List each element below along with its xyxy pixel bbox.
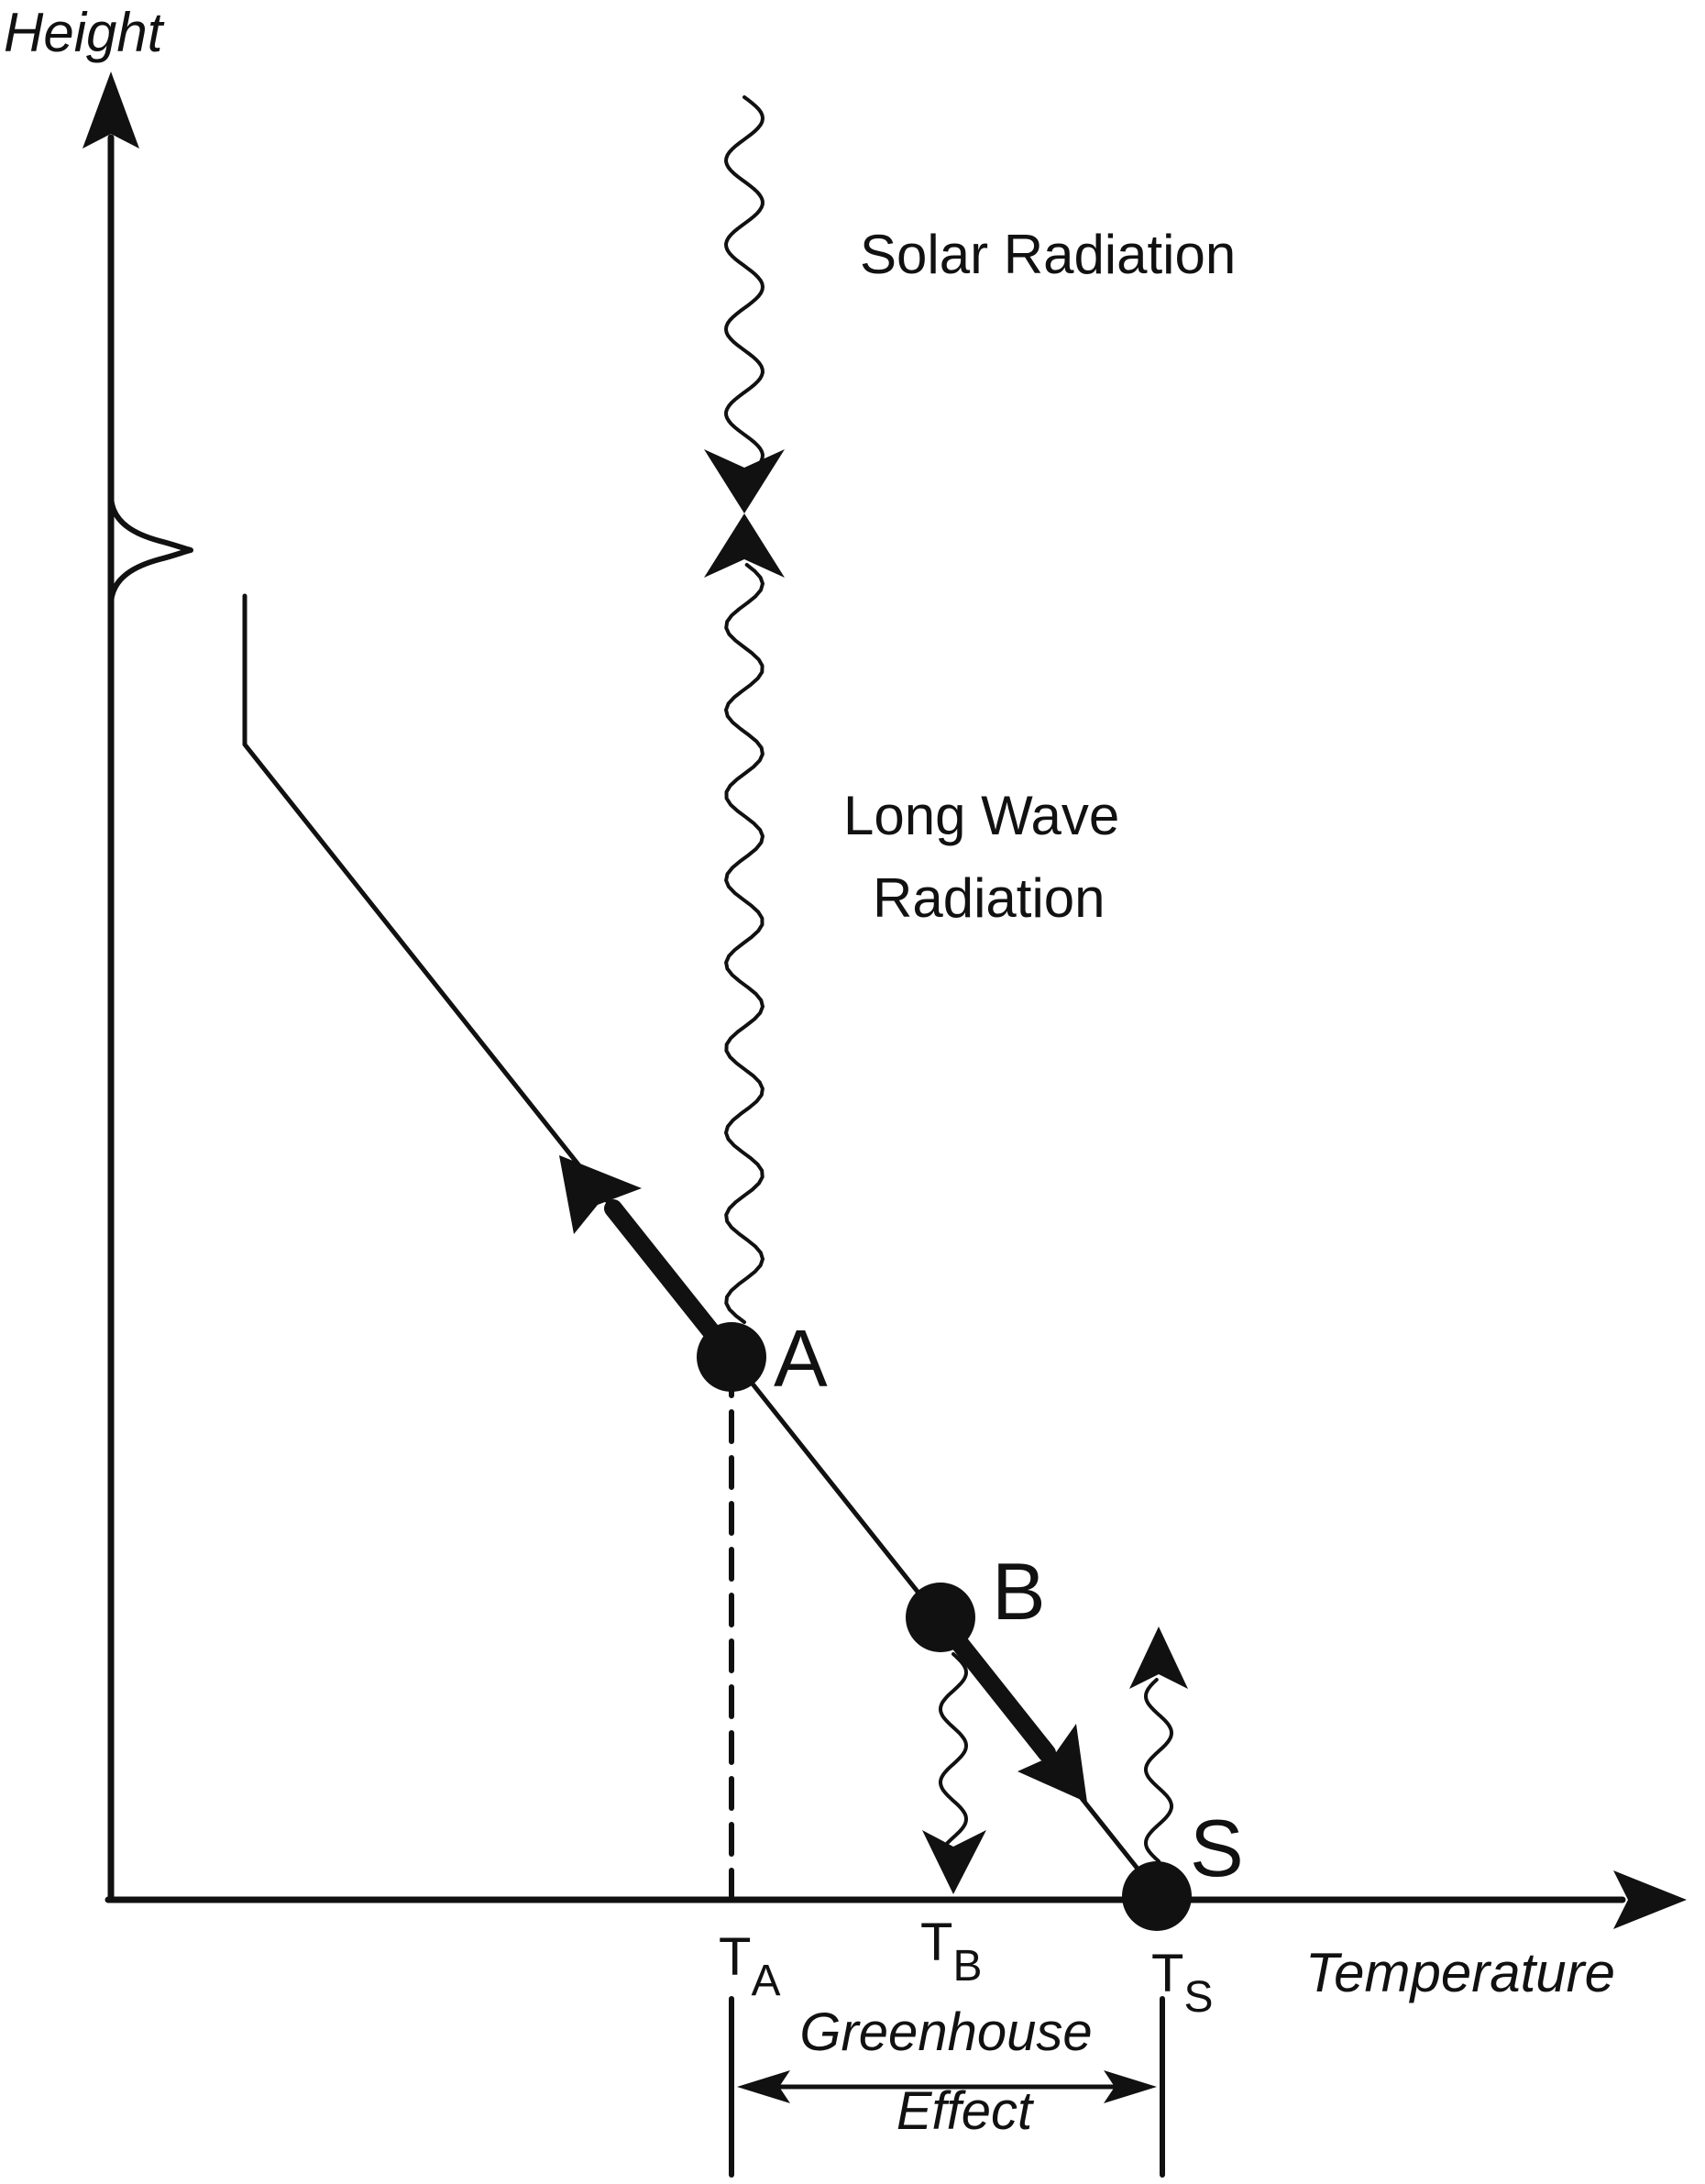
axis-break-brace bbox=[108, 492, 193, 608]
temperature-profile-line bbox=[242, 593, 1158, 1893]
tick-label-tb: TB bbox=[920, 1913, 982, 1991]
point-a bbox=[697, 1322, 766, 1392]
s-upward-radiation-wave bbox=[1144, 1678, 1173, 1863]
longwave-radiation-label-line2: Radiation bbox=[873, 867, 1106, 929]
point-b-label: B bbox=[992, 1546, 1046, 1637]
tick-label-ta-main: T bbox=[719, 1927, 751, 1987]
point-a-label: A bbox=[774, 1313, 828, 1404]
longwave-radiation-arrowhead bbox=[704, 513, 785, 578]
solar-radiation-wave bbox=[724, 95, 764, 466]
point-b bbox=[906, 1583, 975, 1652]
b-downward-radiation-wave bbox=[939, 1652, 968, 1845]
upward-profile-arrowhead bbox=[559, 1155, 642, 1234]
point-s-label: S bbox=[1190, 1803, 1244, 1893]
greenhouse-left-arrowhead bbox=[737, 2070, 790, 2103]
height-axis-arrowhead bbox=[82, 72, 139, 149]
longwave-radiation-label-line1: Long Wave bbox=[843, 785, 1119, 846]
tick-label-tb-main: T bbox=[920, 1913, 952, 1972]
temperature-axis-arrowhead bbox=[1613, 1870, 1687, 1929]
tick-label-ta: TA bbox=[719, 1927, 780, 2005]
greenhouse-effect-label-line1: Greenhouse bbox=[799, 2002, 1092, 2062]
tick-label-tb-sub: B bbox=[952, 1942, 982, 1991]
tick-label-ts: TS bbox=[1151, 1944, 1213, 2022]
greenhouse-right-arrowhead bbox=[1104, 2070, 1157, 2103]
greenhouse-effect-label-line2: Effect bbox=[896, 2081, 1035, 2141]
downward-profile-arrowhead bbox=[1018, 1724, 1087, 1803]
tick-label-ts-main: T bbox=[1151, 1944, 1183, 2003]
solar-radiation-label: Solar Radiation bbox=[860, 224, 1236, 285]
point-s bbox=[1122, 1861, 1192, 1931]
solar-radiation-arrowhead bbox=[704, 449, 785, 513]
tick-label-ts-sub: S bbox=[1183, 1973, 1213, 2022]
b-downward-radiation-arrowhead bbox=[922, 1830, 986, 1894]
height-axis-label: Height bbox=[4, 2, 165, 63]
longwave-radiation-wave bbox=[724, 563, 764, 1324]
tick-label-ta-sub: A bbox=[751, 1957, 780, 2005]
s-upward-radiation-arrowhead bbox=[1129, 1627, 1188, 1689]
temperature-axis-label: Temperature bbox=[1305, 1942, 1615, 2003]
